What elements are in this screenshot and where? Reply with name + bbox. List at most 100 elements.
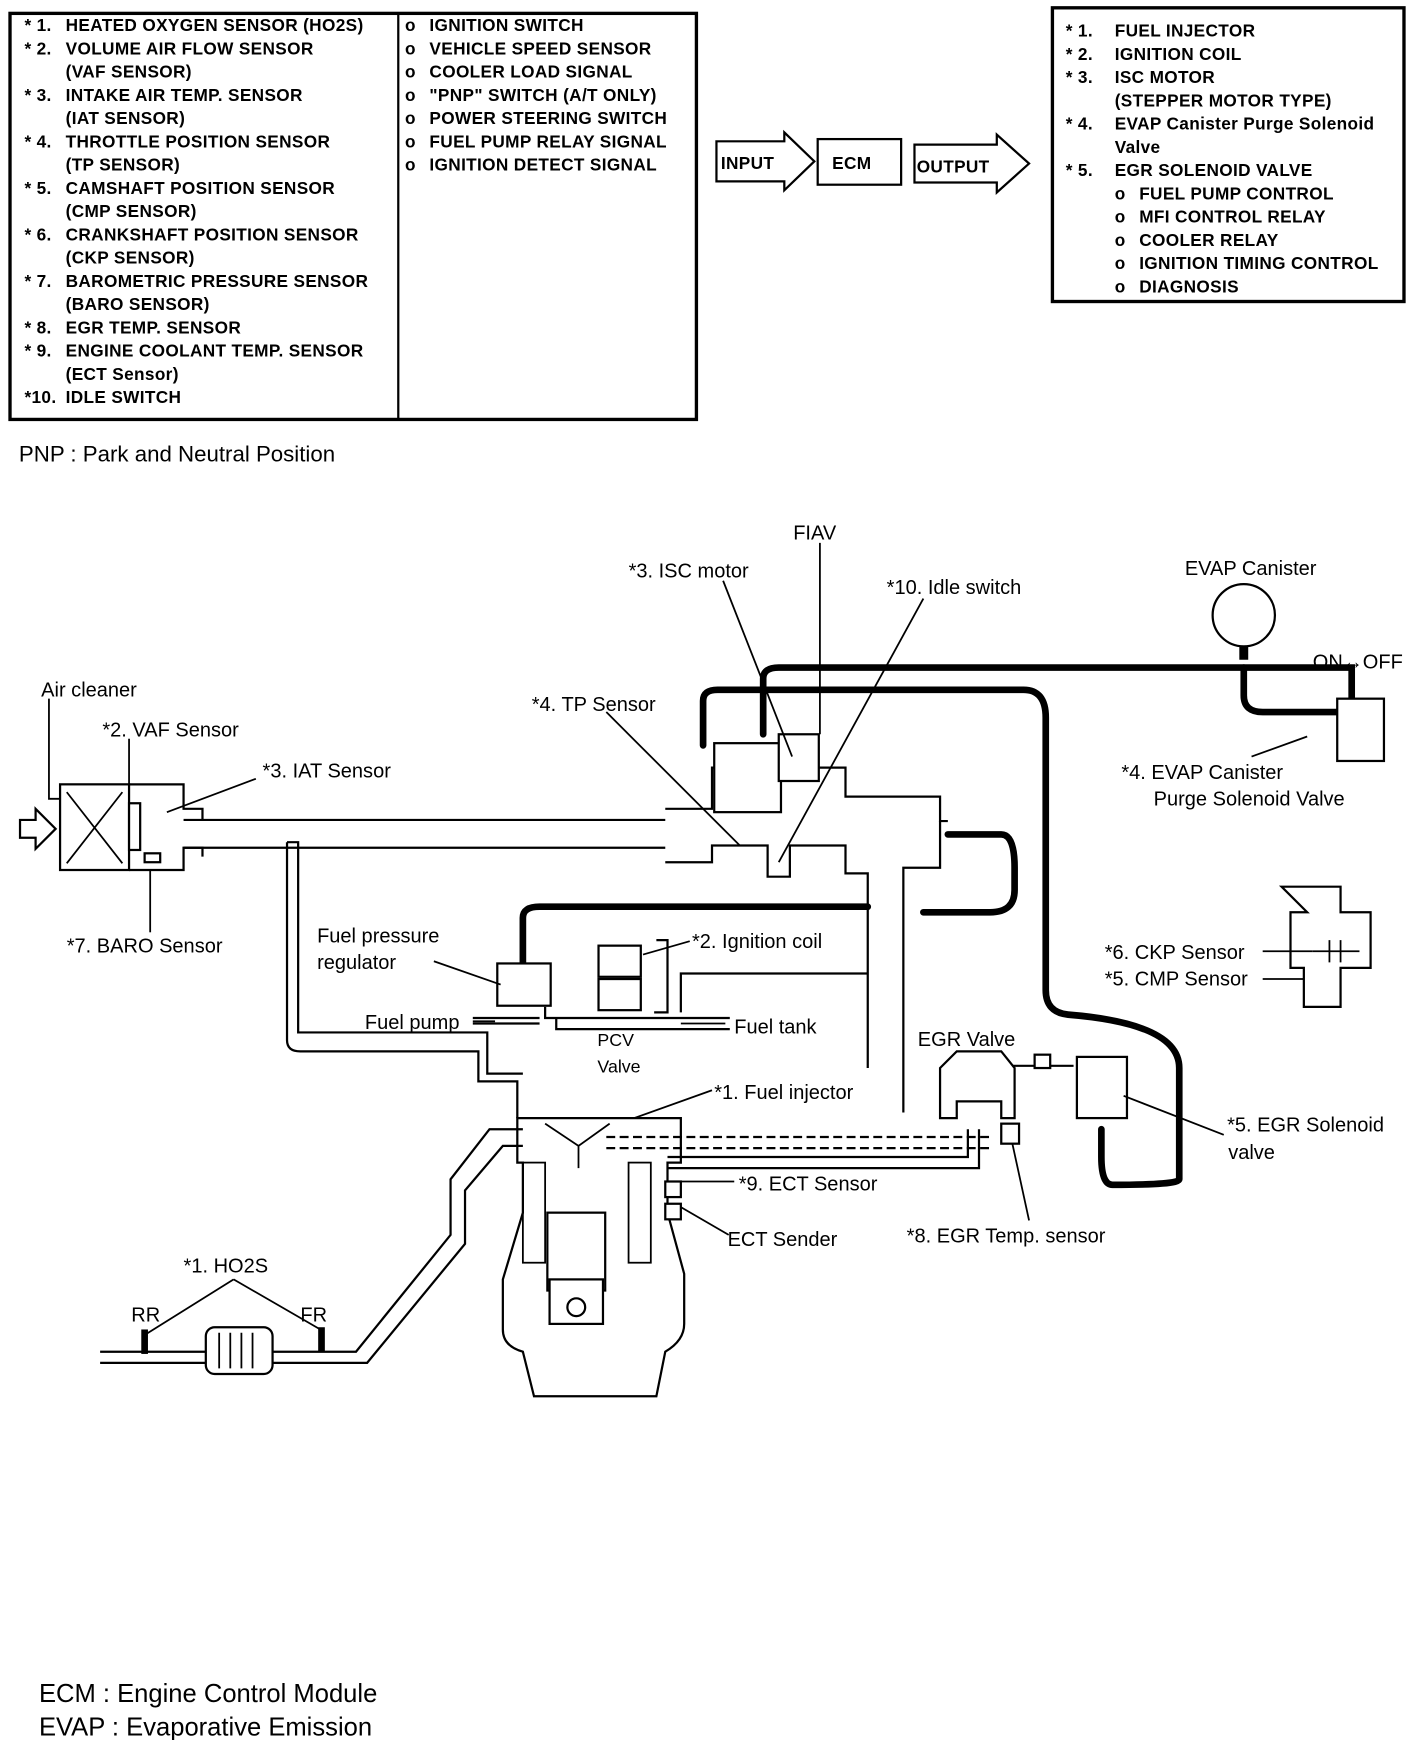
signal-item: COOLER LOAD SIGNAL <box>429 62 632 82</box>
bullet: o <box>405 38 416 58</box>
actuator-number: * 4. <box>1066 114 1093 134</box>
label-fr: FR <box>300 1305 327 1327</box>
label-fuel-pressure-1: Fuel pressure <box>317 925 439 947</box>
leader-lines <box>48 542 1313 1336</box>
evap-canister <box>1211 582 1277 648</box>
label-evap-purge-1: *4. EVAP Canister <box>1121 762 1283 784</box>
legend-evap: EVAP : Evaporative Emission <box>39 1714 372 1740</box>
sensor-number: * 3. <box>24 85 51 105</box>
exhaust-pipe <box>100 1128 523 1364</box>
actuator-name: EGR SOLENOID VALVE <box>1115 160 1313 180</box>
signal-item: FUEL PUMP RELAY SIGNAL <box>429 131 667 151</box>
ecm-label: ECM <box>832 153 871 173</box>
egr-solenoid-valve <box>1075 1055 1129 1120</box>
label-egr-temp: *8. EGR Temp. sensor <box>907 1226 1106 1248</box>
bullet: o <box>405 108 416 128</box>
sensor-number: * 1. <box>24 15 51 35</box>
egr-temp-sensor <box>1000 1122 1021 1145</box>
sensor-name: INTAKE AIR TEMP. SENSOR <box>66 85 303 105</box>
sensor-name: BAROMETRIC PRESSURE SENSOR <box>66 271 369 291</box>
output-table: * 1.FUEL INJECTOR* 2.IGNITION COIL* 3.IS… <box>1050 6 1406 304</box>
label-ect-sensor: *9. ECT Sensor <box>739 1173 878 1195</box>
sensor-name: CRANKSHAFT POSITION SENSOR <box>66 224 359 244</box>
bullet: o <box>405 62 416 82</box>
bullet: o <box>405 85 416 105</box>
control-item: COOLER RELAY <box>1139 230 1279 250</box>
label-ignition-coil: *2. Ignition coil <box>692 931 822 953</box>
label-rr: RR <box>131 1305 160 1327</box>
piston <box>546 1211 607 1292</box>
label-pcv-2: Valve <box>597 1056 640 1076</box>
sensor-number: * 9. <box>24 341 51 361</box>
label-pcv-1: PCV <box>597 1030 634 1050</box>
signal-item: IGNITION DETECT SIGNAL <box>429 155 657 175</box>
egr-valve <box>938 1050 1016 1120</box>
engine-schematic: FIAV *3. ISC motor *10. Idle switch EVAP… <box>18 523 1403 1398</box>
sensor-name: (IAT SENSOR) <box>66 108 186 128</box>
ho2s-fr <box>318 1327 325 1352</box>
sensor-name: IDLE SWITCH <box>66 387 182 407</box>
legend-ecm: ECM : Engine Control Module <box>39 1680 377 1708</box>
bullet: o <box>1115 253 1126 273</box>
label-egr-valve: EGR Valve <box>918 1029 1016 1051</box>
input-table: * 1.HEATED OXYGEN SENSOR (HO2S)* 2.VOLUM… <box>8 11 699 422</box>
sensor-name: (TP SENSOR) <box>66 155 180 175</box>
catalytic-converter <box>204 1326 274 1376</box>
isc-motor <box>713 742 783 814</box>
intake-air-arrow <box>18 806 58 852</box>
evap-purge-solenoid <box>1336 697 1386 763</box>
sensor-name: (CMP SENSOR) <box>66 201 197 221</box>
fuel-pressure-regulator <box>496 962 552 1007</box>
bullet: o <box>1115 230 1126 250</box>
ho2s-rr <box>141 1329 148 1354</box>
actuator-number: * 3. <box>1066 67 1093 87</box>
sensor-number: * 8. <box>24 317 51 337</box>
sensor-number: * 6. <box>24 224 51 244</box>
label-ho2s: *1. HO2S <box>184 1256 269 1278</box>
sensor-name: (CKP SENSOR) <box>66 248 195 268</box>
vaf-sensor <box>127 802 142 852</box>
sensor-name: (ECT Sensor) <box>66 364 179 384</box>
input-label: INPUT <box>721 153 775 173</box>
label-ect-sender: ECT Sender <box>728 1229 838 1251</box>
actuator-name: (STEPPER MOTOR TYPE) <box>1115 90 1332 110</box>
ect-sensor <box>664 1180 682 1199</box>
label-isc-motor: *3. ISC motor <box>629 560 749 582</box>
label-idle-switch: *10. Idle switch <box>887 577 1022 599</box>
ckp-cmp-sensor <box>1278 885 1372 1008</box>
sensor-number: * 5. <box>24 178 51 198</box>
sensor-name: THROTTLE POSITION SENSOR <box>66 131 331 151</box>
label-fuel-tank: Fuel tank <box>734 1017 817 1039</box>
sensor-number: * 7. <box>24 271 51 291</box>
label-baro-sensor: *7. BARO Sensor <box>67 935 223 957</box>
signal-item: "PNP" SWITCH (A/T ONLY) <box>429 85 656 105</box>
sensor-name: EGR TEMP. SENSOR <box>66 317 242 337</box>
bullet: o <box>405 131 416 151</box>
bullet: o <box>1115 183 1126 203</box>
actuator-name: ISC MOTOR <box>1115 67 1216 87</box>
actuator-name: Valve <box>1115 137 1161 157</box>
label-egr-solenoid-2: valve <box>1228 1142 1275 1164</box>
bullet: o <box>405 155 416 175</box>
fiav <box>777 733 820 783</box>
actuator-name: IGNITION COIL <box>1115 44 1242 64</box>
label-vaf-sensor: *2. VAF Sensor <box>102 720 239 742</box>
sensor-name: (VAF SENSOR) <box>66 62 192 82</box>
sensor-name: CAMSHAFT POSITION SENSOR <box>66 178 336 198</box>
label-fuel-injector: *1. Fuel injector <box>714 1082 853 1104</box>
actuator-name: EVAP Canister Purge Solenoid <box>1115 114 1375 134</box>
bullet: o <box>1115 207 1126 227</box>
sensor-name: HEATED OXYGEN SENSOR (HO2S) <box>66 15 364 35</box>
label-air-cleaner: Air cleaner <box>41 679 137 701</box>
ignition-coil <box>597 944 642 978</box>
throttle-body <box>665 766 948 1069</box>
sensor-list: * 1.HEATED OXYGEN SENSOR (HO2S)* 2.VOLUM… <box>24 15 368 407</box>
input-arrow: INPUT <box>715 129 816 193</box>
sensor-number: *10. <box>24 387 56 407</box>
label-iat-sensor: *3. IAT Sensor <box>263 761 392 783</box>
label-fuel-pump: Fuel pump <box>365 1012 460 1034</box>
fuel-return-line <box>285 841 523 1119</box>
actuator-number: * 2. <box>1066 44 1093 64</box>
label-evap-purge-2: Purge Solenoid Valve <box>1154 788 1345 810</box>
